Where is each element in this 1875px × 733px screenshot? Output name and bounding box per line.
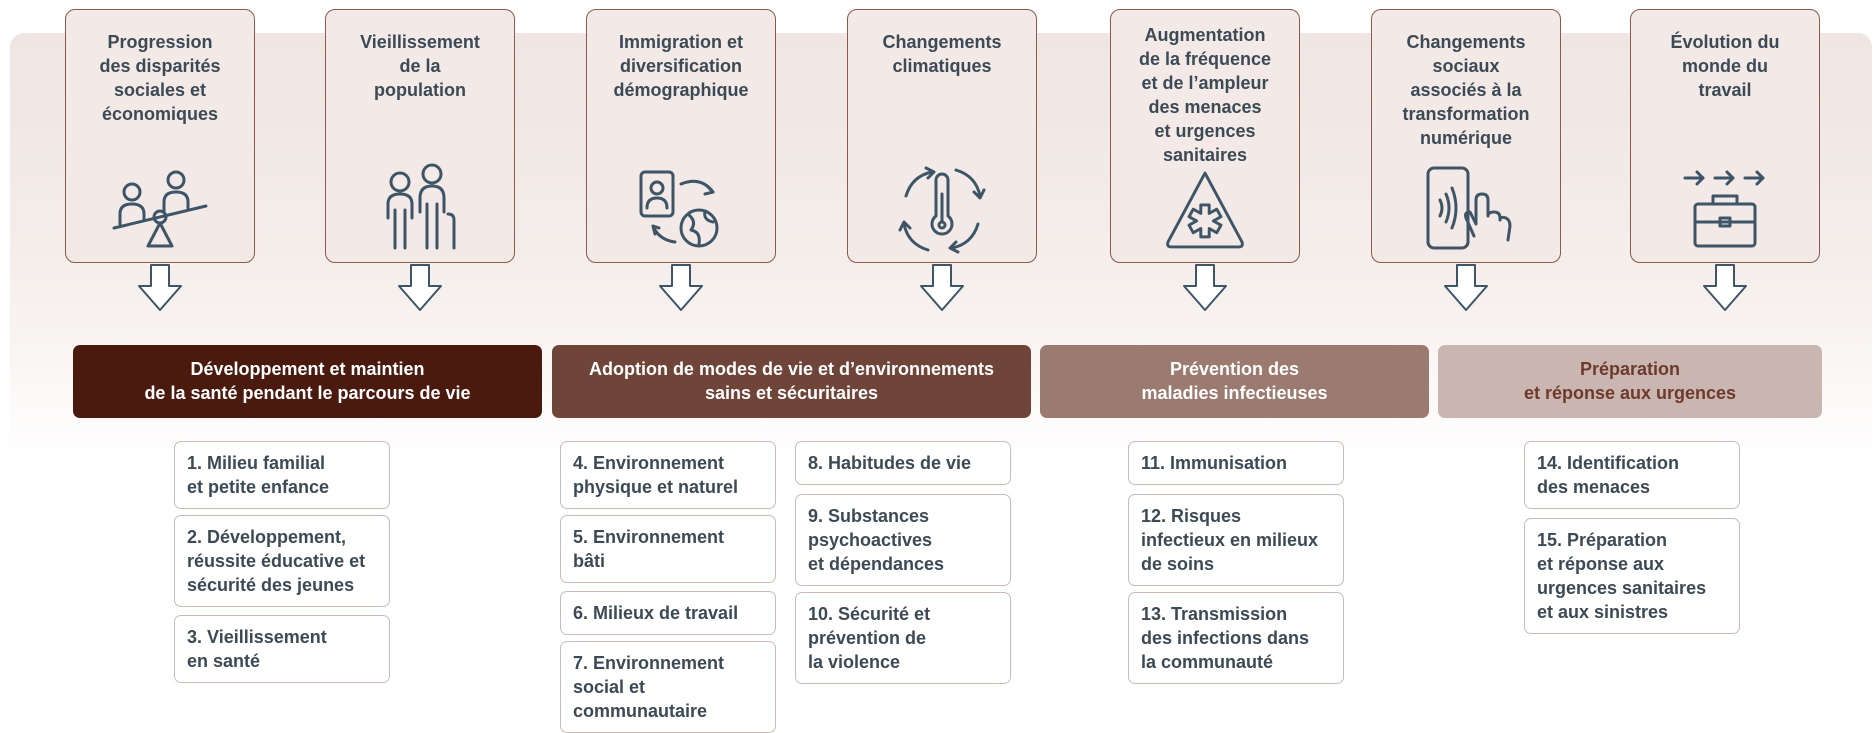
theme-box-14: 14. Identification des menaces: [1524, 441, 1740, 509]
elderly-couple-icon: [386, 163, 456, 250]
passport-globe-icon: [639, 170, 719, 248]
theme-box-12: 12. Risques infectieux en milieux de soi…: [1128, 494, 1344, 586]
smartphone-touch-icon: [1426, 166, 1512, 250]
warning-medical-icon: [1166, 171, 1244, 249]
theme-box-5: 5. Environnement bâti: [560, 515, 776, 583]
domain-header-healthy-lifestyles: Adoption de modes de vie et d’environnem…: [552, 345, 1031, 418]
factor-title: Progression des disparités sociales et é…: [99, 32, 221, 124]
factor-card-work: Évolution du monde du travail: [1630, 9, 1820, 263]
domain-header-health-development: Développement et maintien de la santé pe…: [73, 345, 542, 418]
factor-card-social-disparities: Progression des disparités sociales et é…: [65, 9, 255, 263]
down-arrow-icon: [920, 264, 964, 311]
down-arrow-icon: [1183, 264, 1227, 311]
factor-card-immigration: Immigration et diversification démograph…: [586, 9, 776, 263]
domain-header-infectious-diseases: Prévention des maladies infectieuses: [1040, 345, 1429, 418]
theme-box-10: 10. Sécurité et prévention de la violenc…: [795, 592, 1011, 684]
seesaw-people-icon: [112, 170, 208, 248]
factor-card-health-threats: Augmentation de la fréquence et de l’amp…: [1110, 9, 1300, 263]
domain-header-emergency-preparedness: Préparation et réponse aux urgences: [1438, 345, 1822, 418]
theme-box-3: 3. Vieillissement en santé: [174, 615, 390, 683]
factor-card-climate: Changements climatiques: [847, 9, 1037, 263]
down-arrow-icon: [659, 264, 703, 311]
down-arrow-icon: [138, 264, 182, 311]
theme-box-1: 1. Milieu familial et petite enfance: [174, 441, 390, 509]
factor-title: Changements sociaux associés à la transf…: [1402, 32, 1530, 148]
theme-box-6: 6. Milieux de travail: [560, 591, 776, 635]
theme-box-4: 4. Environnement physique et naturel: [560, 441, 776, 509]
theme-box-11: 11. Immunisation: [1128, 441, 1344, 485]
factor-title: Évolution du monde du travail: [1670, 32, 1780, 100]
factor-title: Augmentation de la fréquence et de l’amp…: [1138, 25, 1272, 165]
down-arrow-icon: [1703, 264, 1747, 311]
down-arrow-icon: [398, 264, 442, 311]
theme-box-13: 13. Transmission des infections dans la …: [1128, 592, 1344, 684]
thermometer-cycle-icon: [898, 166, 986, 254]
theme-box-9: 9. Substances psychoactives et dépendanc…: [795, 494, 1011, 586]
factor-title: Immigration et diversification démograph…: [613, 32, 749, 100]
factor-title: Vieillissement de la population: [360, 32, 480, 100]
factor-card-aging: Vieillissement de la population: [325, 9, 515, 263]
theme-box-8: 8. Habitudes de vie: [795, 441, 1011, 485]
down-arrow-icon: [1444, 264, 1488, 311]
factor-card-digital: Changements sociaux associés à la transf…: [1371, 9, 1561, 263]
theme-box-15: 15. Préparation et réponse aux urgences …: [1524, 518, 1740, 634]
theme-box-2: 2. Développement, réussite éducative et …: [174, 515, 390, 607]
briefcase-arrows-icon: [1683, 170, 1765, 248]
theme-box-7: 7. Environnement social et communautaire: [560, 641, 776, 733]
factor-title: Changements climatiques: [882, 32, 1002, 76]
